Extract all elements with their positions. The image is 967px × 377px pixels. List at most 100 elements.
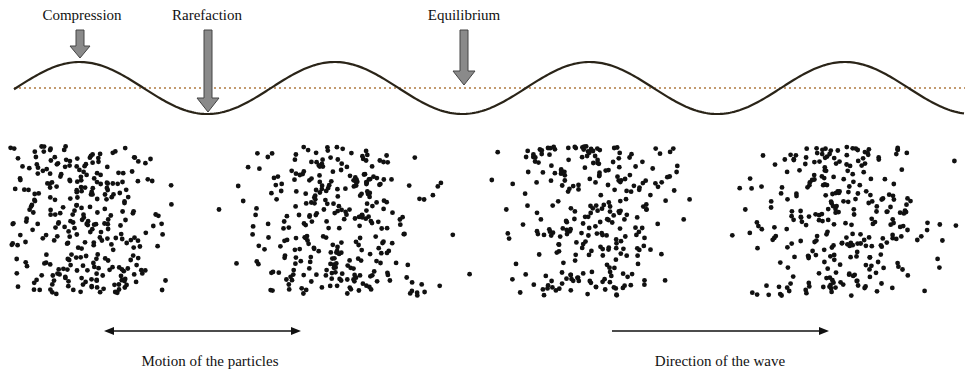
particle <box>867 267 872 272</box>
particle <box>641 204 646 209</box>
particle <box>31 210 36 215</box>
particle <box>412 155 417 160</box>
particle <box>784 227 789 232</box>
particle <box>799 215 804 220</box>
particle <box>521 222 526 227</box>
particle <box>892 197 897 202</box>
particle <box>98 235 103 240</box>
particle <box>30 203 35 208</box>
particle <box>538 147 543 152</box>
particle <box>798 215 803 220</box>
particle <box>565 232 570 237</box>
particle <box>674 170 679 175</box>
particle <box>377 182 382 187</box>
particle <box>623 177 628 182</box>
particle <box>94 256 99 261</box>
particle <box>48 185 53 190</box>
particle <box>20 164 25 169</box>
particle <box>576 183 581 188</box>
particle <box>824 168 829 173</box>
particle <box>169 202 174 207</box>
particle <box>320 157 325 162</box>
particle <box>32 149 37 154</box>
particle <box>581 271 586 276</box>
particle <box>50 180 55 185</box>
particle <box>826 207 831 212</box>
particle <box>286 225 291 230</box>
particle <box>102 207 107 212</box>
particle <box>853 146 858 151</box>
particle <box>595 208 600 213</box>
compression-label: Compression <box>42 6 121 24</box>
particle <box>293 157 298 162</box>
particle <box>301 169 306 174</box>
particle <box>594 284 599 289</box>
particle <box>888 205 893 210</box>
particle <box>807 284 812 289</box>
particle <box>298 173 303 178</box>
particle <box>120 209 125 214</box>
particle <box>815 234 820 239</box>
particle <box>618 226 623 231</box>
particle <box>864 243 869 248</box>
particle <box>612 266 617 271</box>
particle <box>10 222 15 227</box>
particle <box>68 196 73 201</box>
particle <box>329 179 334 184</box>
particle <box>755 292 760 297</box>
particle <box>845 168 850 173</box>
particle <box>952 159 957 164</box>
particle <box>92 176 97 181</box>
particle <box>858 241 863 246</box>
particle <box>342 217 347 222</box>
particle <box>782 157 787 162</box>
particle <box>56 267 61 272</box>
particle <box>437 283 442 288</box>
particle <box>128 258 133 263</box>
particle <box>26 188 31 193</box>
particle <box>812 177 817 182</box>
particle <box>895 147 900 152</box>
particle <box>120 180 125 185</box>
particle <box>95 210 100 215</box>
particle <box>360 215 365 220</box>
particle <box>505 231 510 236</box>
particle <box>543 274 548 279</box>
particle <box>160 288 165 293</box>
particle <box>53 225 58 230</box>
particle <box>833 210 838 215</box>
particle <box>616 156 621 161</box>
particle <box>33 199 38 204</box>
particle <box>123 146 128 151</box>
particle <box>937 222 942 227</box>
particle <box>404 275 409 280</box>
particle <box>640 226 645 231</box>
particle <box>123 218 128 223</box>
particle <box>531 152 536 157</box>
particle <box>925 220 930 225</box>
particle <box>879 243 884 248</box>
particle <box>365 153 370 158</box>
particle <box>597 174 602 179</box>
particle <box>834 204 839 209</box>
particle <box>785 170 790 175</box>
particle <box>590 270 595 275</box>
particle <box>92 265 97 270</box>
particle <box>287 287 292 292</box>
particle <box>236 184 241 189</box>
particle <box>385 160 390 165</box>
particle <box>273 183 278 188</box>
particle <box>791 217 796 222</box>
particle <box>329 276 334 281</box>
particle <box>309 176 314 181</box>
particle <box>112 282 117 287</box>
particle <box>48 195 53 200</box>
particle <box>385 251 390 256</box>
particle <box>780 185 785 190</box>
particle <box>328 250 333 255</box>
particle <box>278 244 283 249</box>
particle <box>564 219 569 224</box>
particle <box>335 245 340 250</box>
particle <box>323 198 328 203</box>
particle <box>542 293 547 298</box>
